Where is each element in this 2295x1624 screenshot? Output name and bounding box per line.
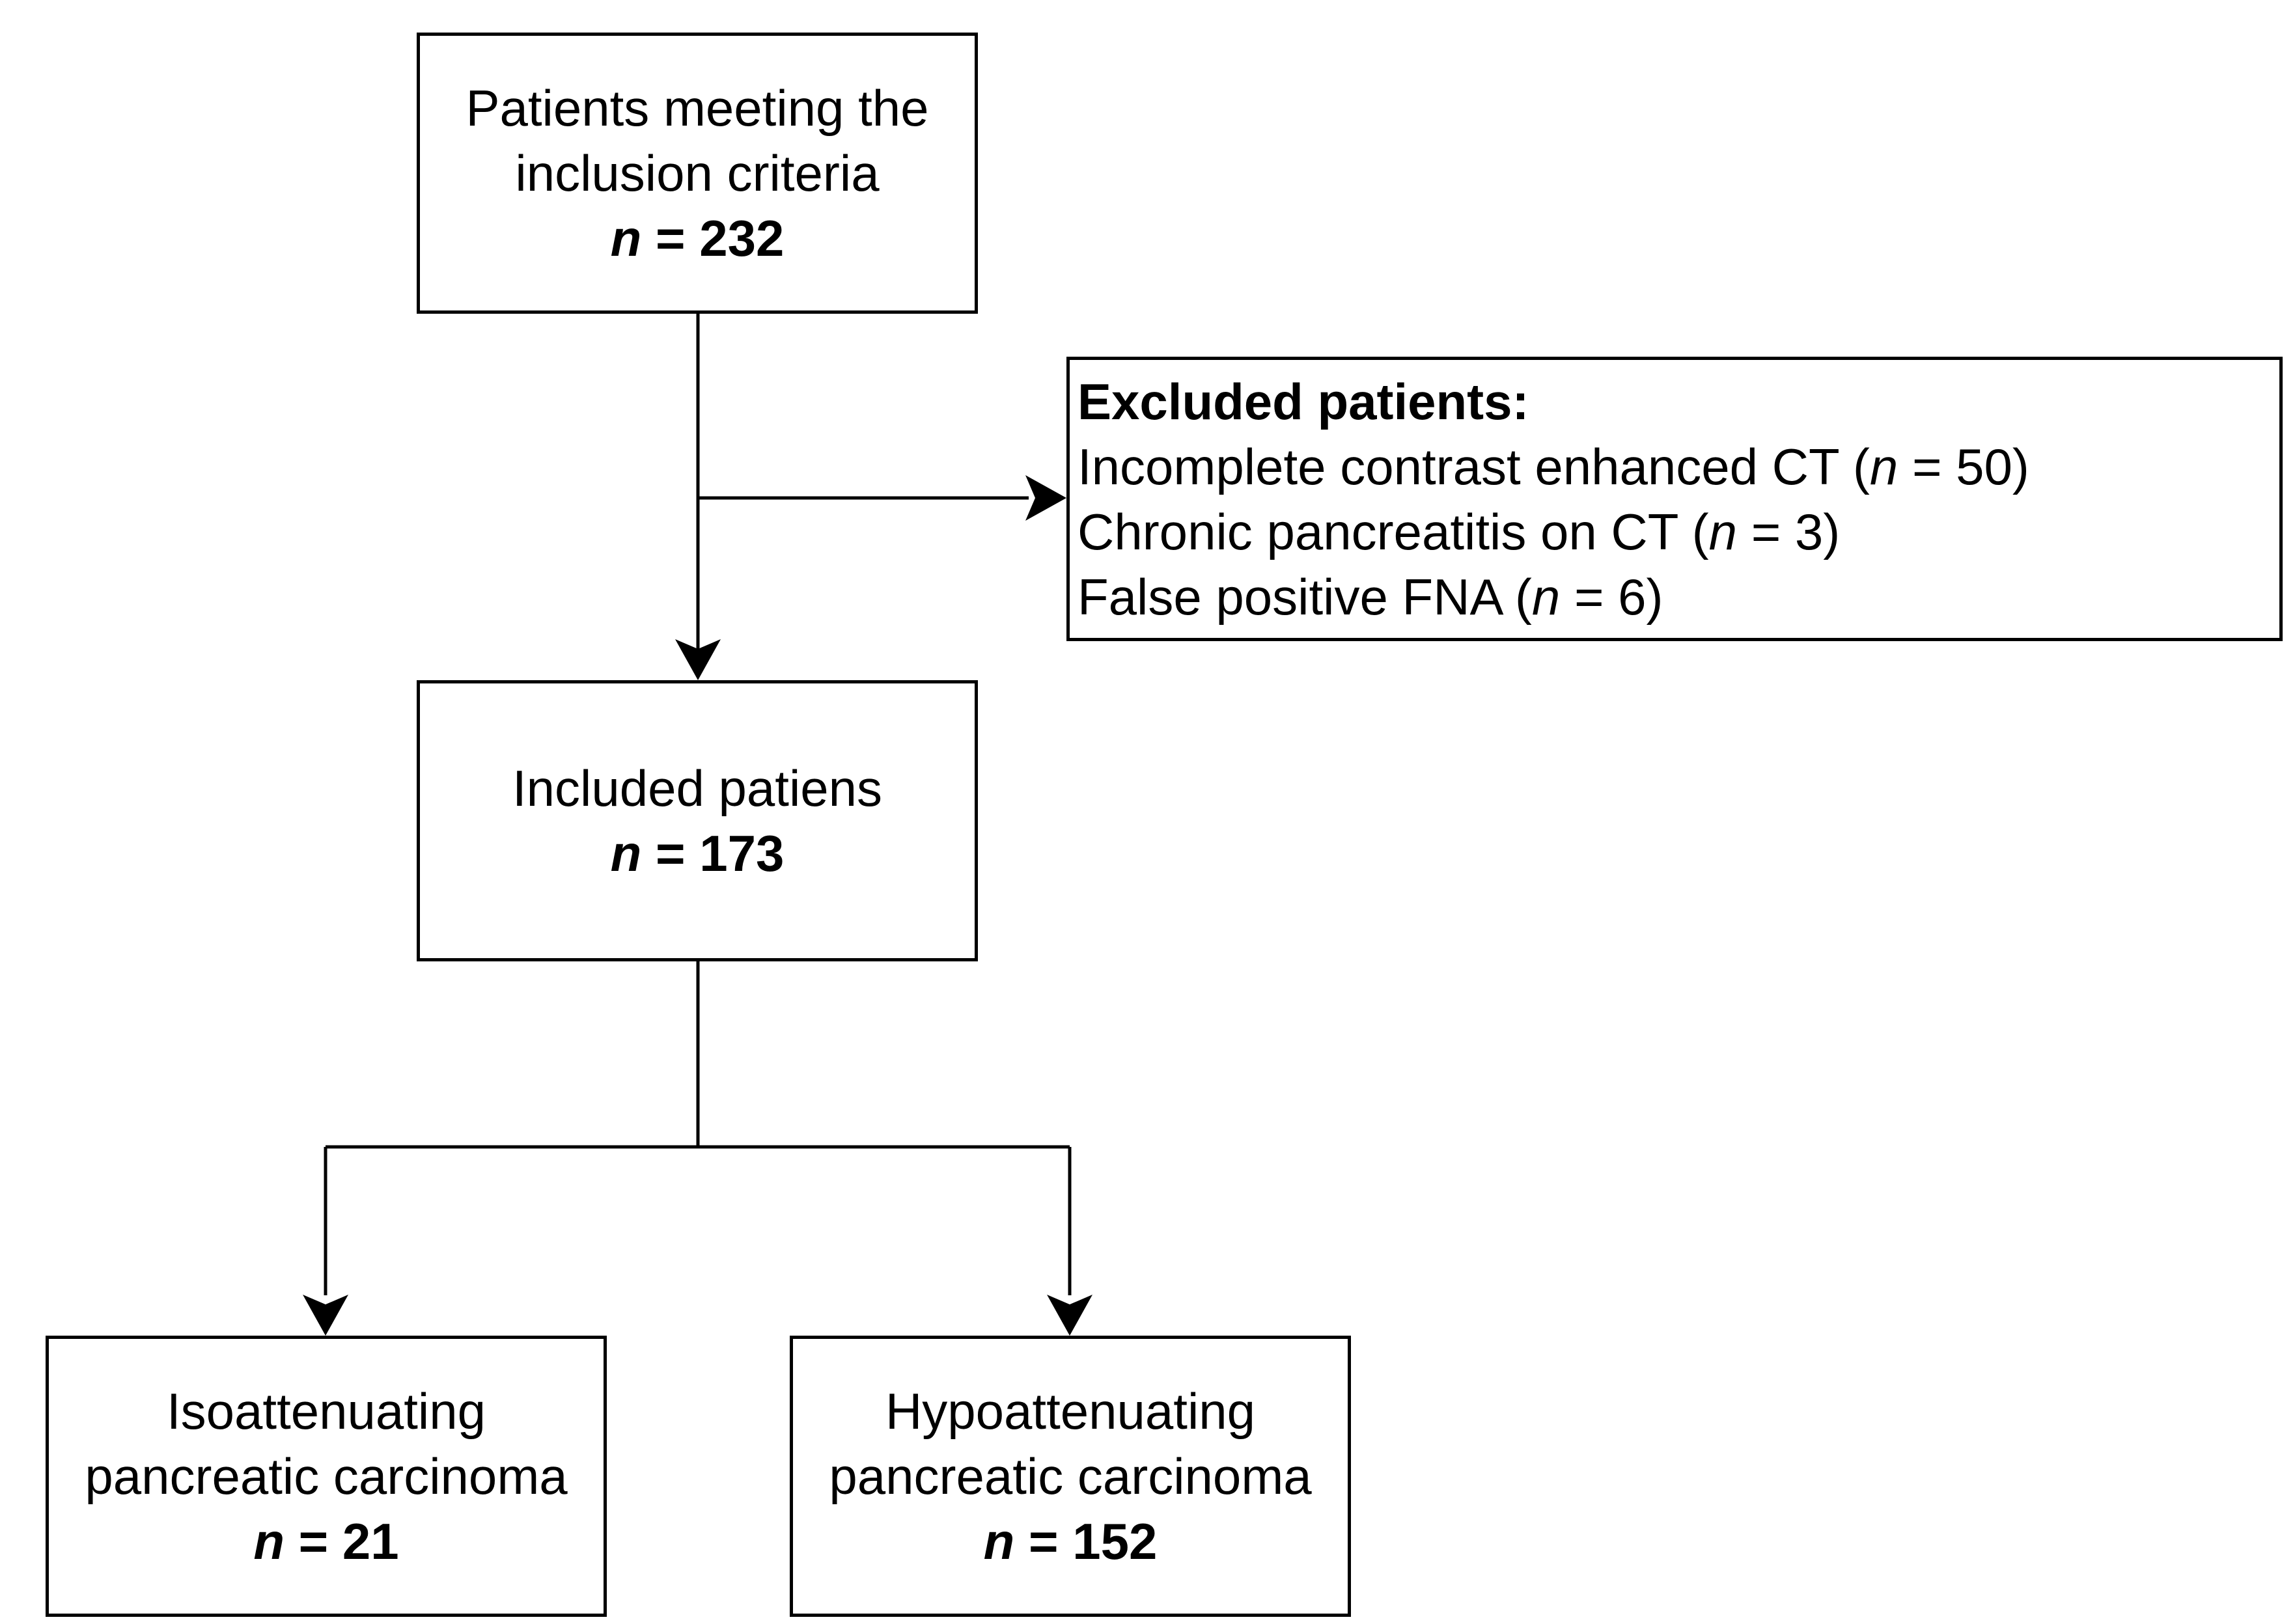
excluded-item-value: = 6)	[1560, 568, 1663, 626]
equals-sign: =	[641, 825, 700, 882]
excluded-item-chronic-pancreatitis: Chronic pancreatitis on CT (n = 3)	[1078, 499, 2279, 564]
included-line-1: Included patiens	[512, 760, 883, 817]
hypo-line-2: pancreatic carcinoma	[829, 1448, 1312, 1505]
n-label: n	[1869, 437, 1899, 495]
inclusion-count: n = 232	[611, 206, 785, 271]
n-label: n	[1531, 568, 1561, 626]
arrowhead-hypo	[1047, 1295, 1092, 1336]
excluded-patients-box: Excluded patients: Incomplete contrast e…	[1066, 357, 2283, 641]
inclusion-line-1: Patients meeting the	[466, 79, 929, 137]
excluded-item-label: False positive FNA (	[1078, 568, 1532, 626]
included-count: n = 173	[611, 821, 785, 886]
hypo-count: n = 152	[984, 1509, 1158, 1574]
n-label: n	[610, 825, 642, 882]
excluded-item-incomplete-ct: Incomplete contrast enhanced CT (n = 50)	[1078, 434, 2279, 499]
excluded-title: Excluded patients:	[1078, 372, 1529, 430]
excluded-item-value: = 50)	[1898, 437, 2029, 495]
equals-sign: =	[1014, 1513, 1073, 1570]
included-patients-box: Included patiens n = 173	[417, 680, 978, 961]
inclusion-criteria-box: Patients meeting the inclusion criteria …	[417, 33, 978, 314]
isoattenuating-box: Isoattenuating pancreatic carcinoma n = …	[46, 1336, 607, 1617]
excluded-item-value: = 3)	[1737, 502, 1841, 560]
n-label: n	[1708, 502, 1738, 560]
iso-count-value: 21	[342, 1513, 399, 1570]
excluded-item-label: Chronic pancreatitis on CT (	[1078, 502, 1709, 560]
arrowhead-iso	[303, 1295, 348, 1336]
equals-sign: =	[284, 1513, 342, 1570]
hypoattenuating-box: Hypoattenuating pancreatic carcinoma n =…	[790, 1336, 1351, 1617]
iso-line-1: Isoattenuating	[166, 1383, 486, 1440]
iso-line-2: pancreatic carcinoma	[85, 1448, 568, 1505]
arrowhead-included	[675, 639, 721, 680]
included-count-value: 173	[699, 825, 785, 882]
n-label: n	[983, 1513, 1015, 1570]
equals-sign: =	[641, 210, 700, 267]
iso-count: n = 21	[253, 1509, 398, 1574]
excluded-item-false-positive-fna: False positive FNA (n = 6)	[1078, 564, 2279, 629]
n-label: n	[253, 1513, 285, 1570]
arrowhead-excluded	[1025, 475, 1066, 521]
n-label: n	[610, 210, 642, 267]
inclusion-line-2: inclusion criteria	[515, 145, 880, 202]
hypo-count-value: 152	[1072, 1513, 1158, 1570]
inclusion-count-value: 232	[699, 210, 785, 267]
hypo-line-1: Hypoattenuating	[885, 1383, 1256, 1440]
excluded-item-label: Incomplete contrast enhanced CT (	[1078, 437, 1870, 495]
